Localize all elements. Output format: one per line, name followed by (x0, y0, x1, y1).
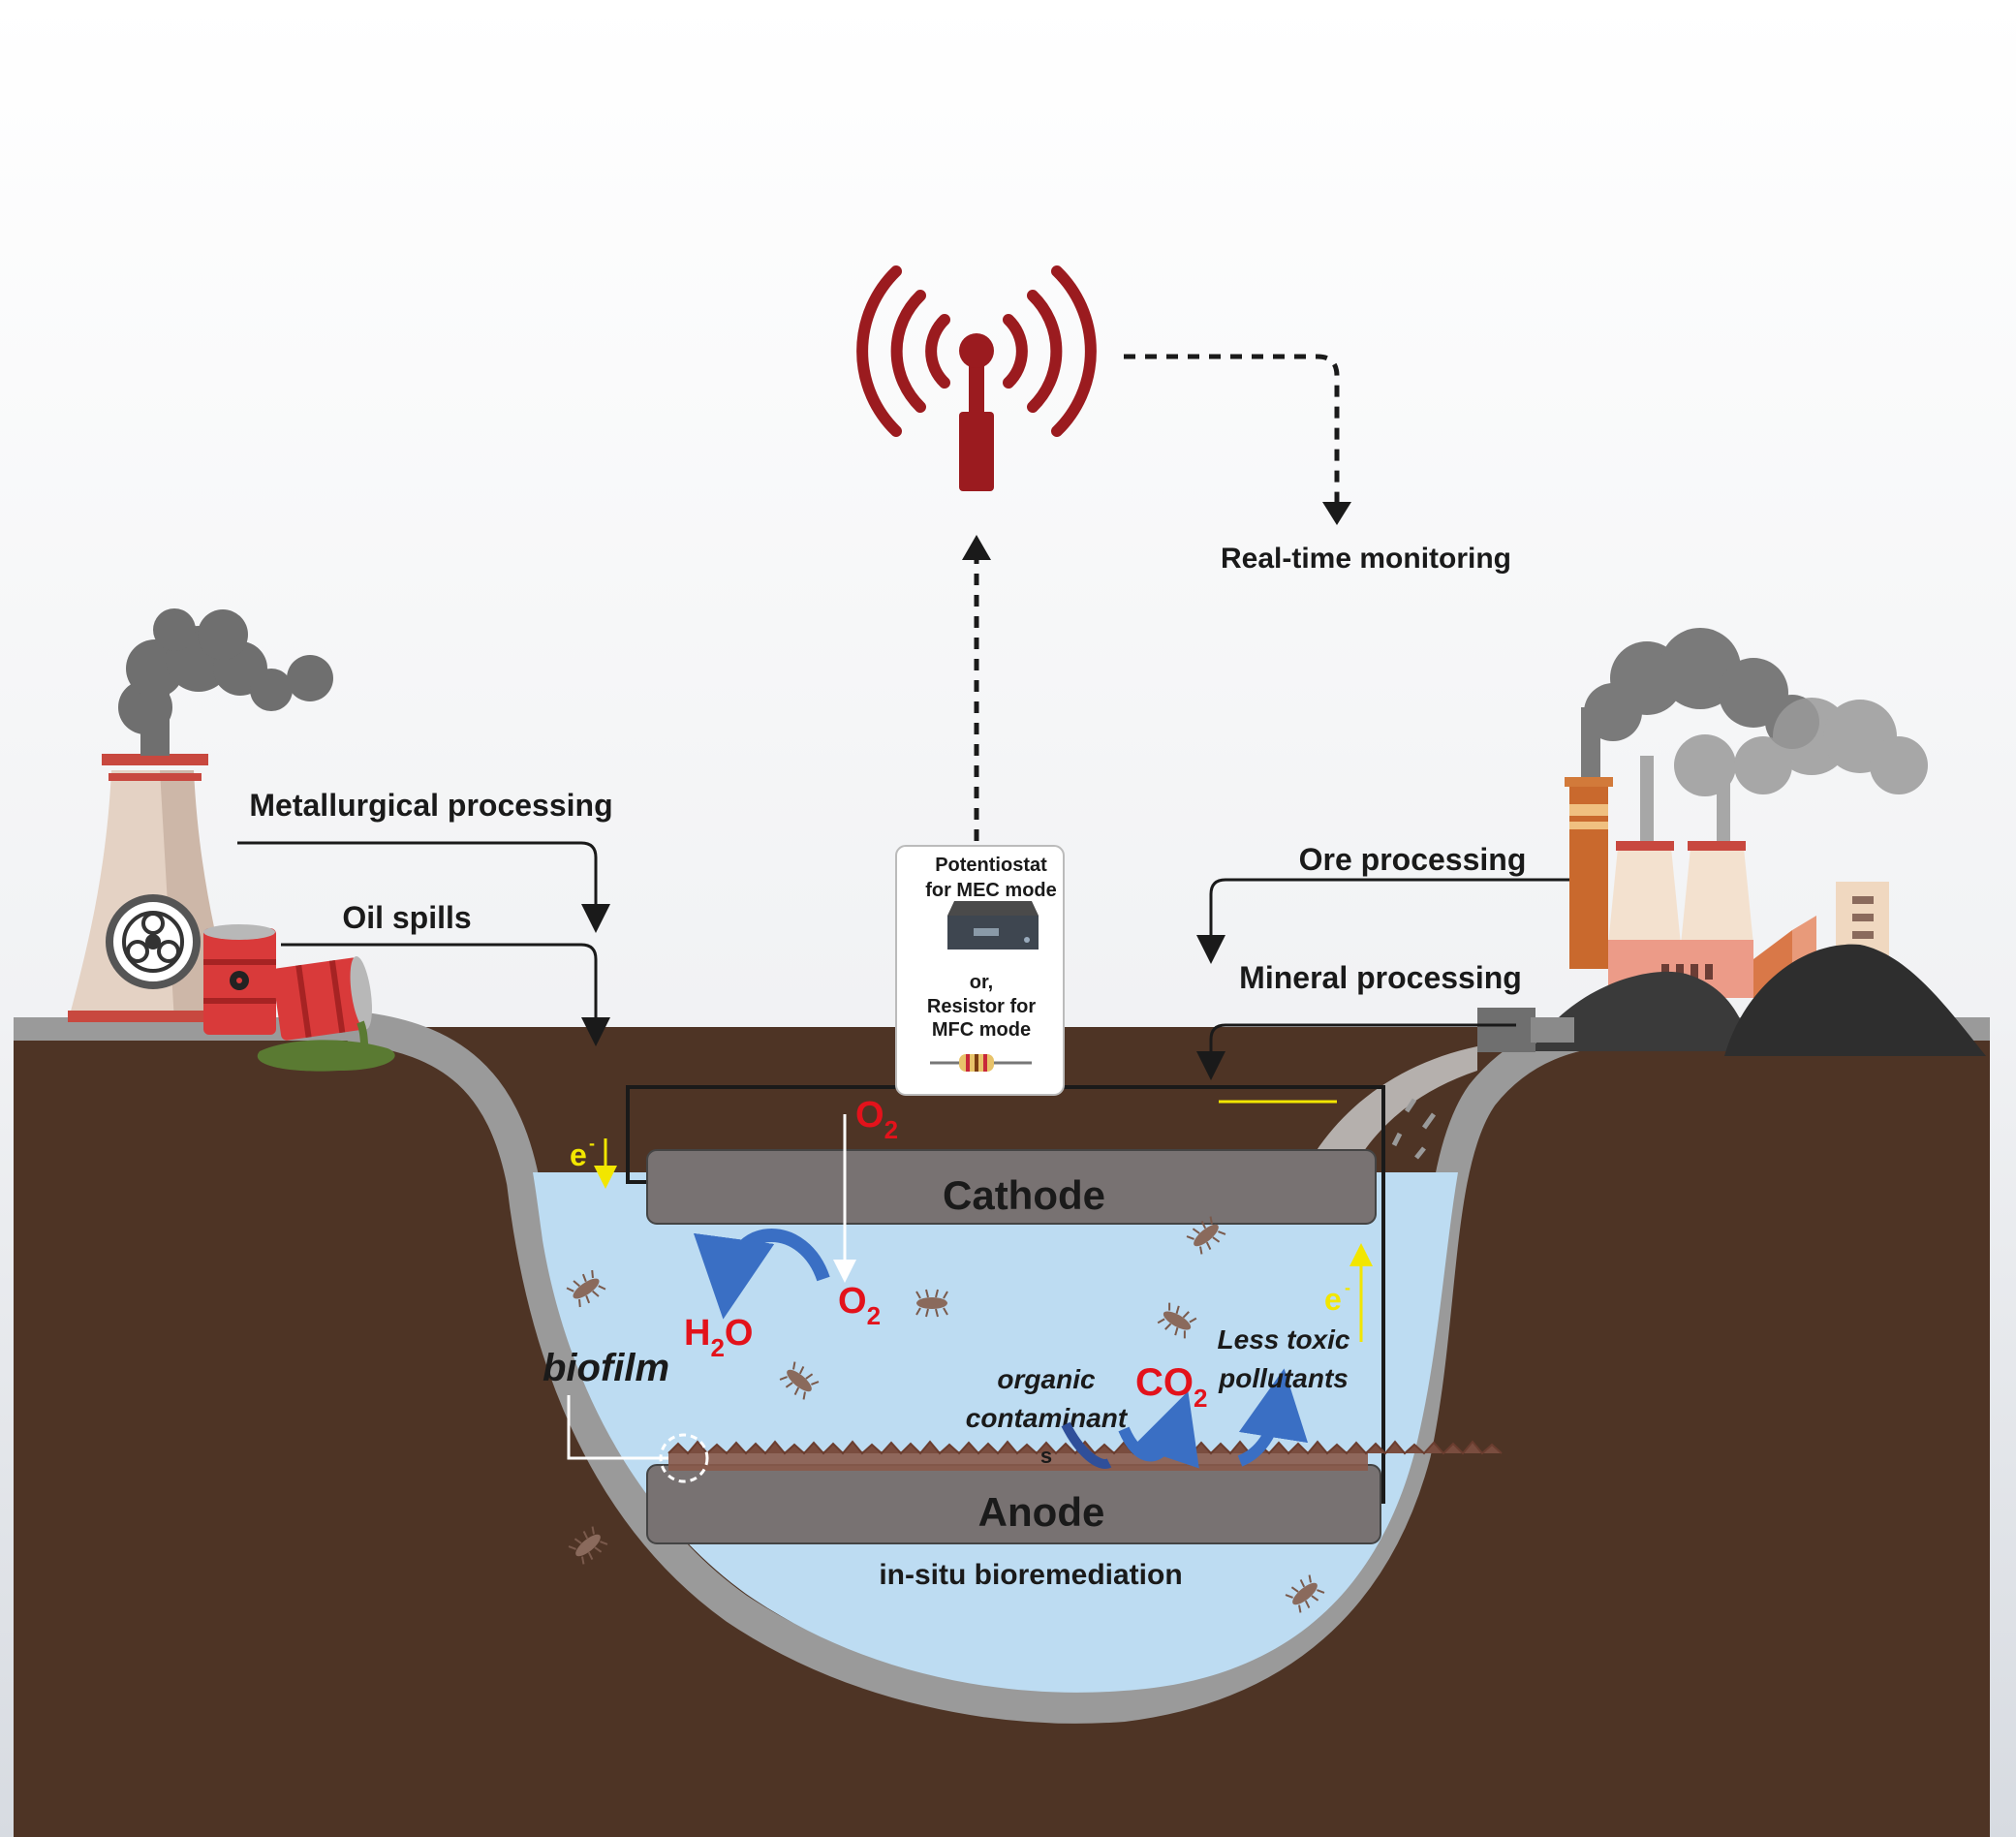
coal-pile (1531, 944, 1986, 1056)
svg-text:-: - (1345, 1278, 1350, 1297)
biofilm-highlight (659, 1433, 709, 1483)
realtime-monitoring-label: Real-time monitoring (1221, 543, 1511, 575)
or-label: or, (970, 972, 993, 993)
resistor-icon (930, 1054, 1032, 1072)
o2-top-label: O2 (855, 1095, 898, 1144)
contaminant-label: contaminant (966, 1403, 1129, 1433)
co2-arrow (1118, 1390, 1199, 1469)
less-toxic-arrow (1237, 1368, 1308, 1467)
uptake-arrow (1061, 1421, 1112, 1469)
barrel-icon (203, 924, 276, 1035)
mfc-mode-label: MFC mode (932, 1019, 1031, 1041)
oil-puddle (257, 1040, 395, 1072)
cathode-label: Cathode (943, 1172, 1105, 1218)
potentiostat-label: Potentiostat (935, 855, 1047, 876)
potentiostat-box: Potentiostat for MEC mode or, Resistor f… (895, 845, 1065, 1096)
pit-rim (347, 1011, 1629, 1724)
contaminants-suffix: s (1040, 1444, 1052, 1468)
metallurgical-label: Metallurgical processing (249, 788, 612, 823)
external-circuit (626, 1085, 1385, 1504)
reduction-arrow (693, 1229, 830, 1320)
ore-processing-label: Ore processing (1299, 842, 1527, 877)
svg-text:e: e (570, 1137, 587, 1172)
antenna-icon (856, 265, 1097, 491)
biofilm-label: biofilm (543, 1347, 669, 1389)
mineral-processing-arrow (1196, 1023, 1516, 1080)
mec-mode-label: for MEC mode (925, 880, 1057, 901)
ground (14, 1027, 1990, 1837)
pollutants-label: pollutants (1218, 1363, 1349, 1393)
electron-left: e - (570, 1134, 617, 1189)
biofilm-pointer (567, 1395, 668, 1460)
cathode (646, 1149, 1377, 1225)
mineral-processing-label: Mineral processing (1239, 960, 1522, 995)
oil-spills-arrow (281, 943, 610, 1046)
oil-spills-label: Oil spills (342, 900, 471, 935)
insitu-label: in-situ bioremediation (879, 1559, 1182, 1591)
electron-right: e - (1219, 1100, 1373, 1342)
organic-label: organic (997, 1364, 1096, 1394)
less-toxic-label: Less toxic (1218, 1324, 1350, 1354)
ore-processing-arrow (1196, 878, 1569, 964)
metallurgical-arrow (237, 841, 610, 933)
potentiostat-icon (947, 901, 1039, 950)
o2-mid-label: O2 (838, 1281, 881, 1330)
monitoring-arrow (1124, 354, 1340, 504)
smoke (118, 608, 333, 756)
barrel-icon (272, 955, 372, 1041)
biohazard-icon (106, 894, 201, 989)
co2-label: CO2 (1135, 1361, 1207, 1413)
svg-text:-: - (589, 1134, 595, 1153)
resistor-label: Resistor for (927, 996, 1036, 1017)
anode-label: Anode (978, 1489, 1105, 1535)
h2o-label: H2O (684, 1313, 753, 1362)
svg-text:e: e (1324, 1282, 1342, 1317)
